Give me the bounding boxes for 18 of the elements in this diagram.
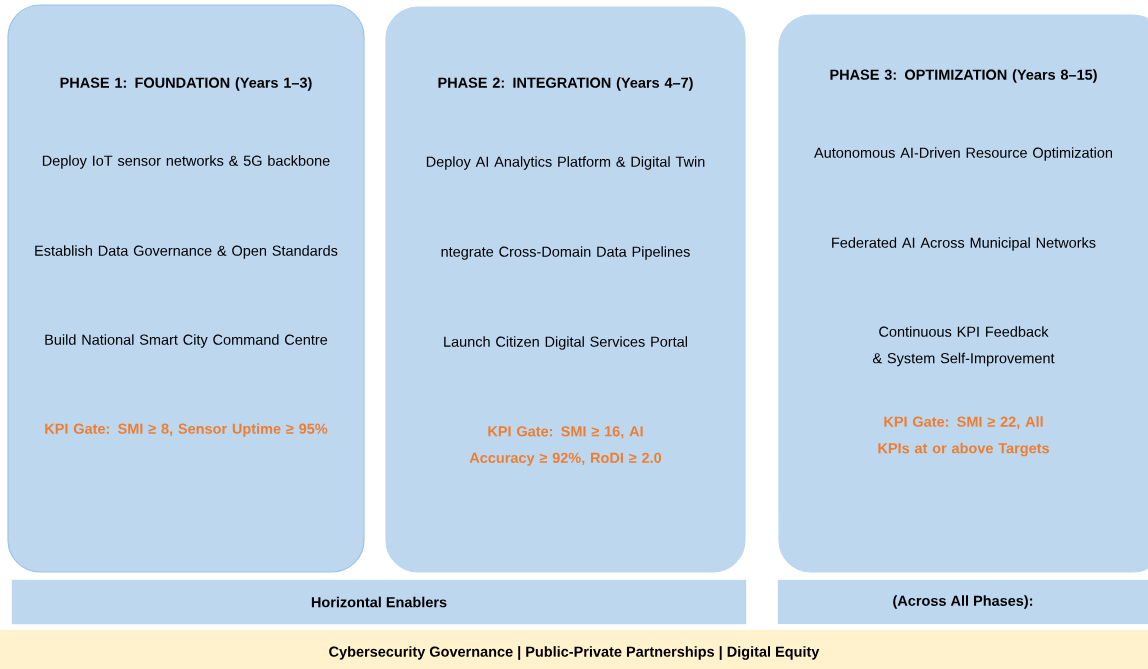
band-label: Cybersecurity Governance | Public-Private Partnerships | Digital Equity (329, 646, 820, 660)
activity-text: Deploy IoT sensor networks & 5G backbone (42, 155, 330, 169)
activity-text: Autonomous AI-Driven Resource Optimization (814, 147, 1112, 161)
kpi-gate-text: KPI Gate: SMI ≥ 22, All KPIs at or above Targets (878, 416, 1049, 457)
activity-text: Federated AI Across Municipal Networks (832, 237, 1096, 251)
activity-text: Establish Data Governance & Open Standards (35, 245, 338, 259)
activity-text: Continuous KPI Feedback & System Self-Improvement (872, 326, 1055, 367)
activity-text: Launch Citizen Digital Services Portal (444, 336, 687, 350)
band-label: Horizontal Enablers (311, 596, 447, 608)
activity-text: Deploy AI Analytics Platform & Digital Twin (426, 156, 705, 170)
kpi-gate-text: KPI Gate: SMI ≥ 16, AI Accuracy ≥ 92%, RoDI ≥ 2.0 (469, 426, 662, 466)
phase-heading: PHASE 2: INTEGRATION (Years 4–7) (438, 77, 693, 91)
phase-heading: PHASE 3: OPTIMIZATION (Years 8–15) (830, 69, 1097, 83)
kpi-gate-text: KPI Gate: SMI ≥ 8, Sensor Uptime ≥ 95% (45, 423, 328, 437)
phase-heading: PHASE 1: FOUNDATION (Years 1–3) (60, 77, 312, 91)
activity-text: ntegrate Cross-Domain Data Pipelines (441, 246, 690, 260)
band-label: (Across All Phases): (893, 595, 1033, 609)
activity-text: Build National Smart City Command Centre (45, 334, 328, 348)
